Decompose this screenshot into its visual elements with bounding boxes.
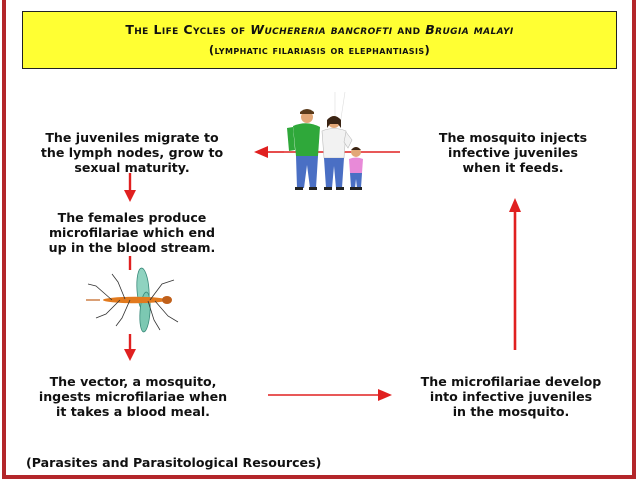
family-illustration — [287, 91, 363, 190]
title-line-2: (lymphatic filariasis or elephantiasis) — [208, 43, 431, 57]
arrow-microfilariae-to-injects — [509, 198, 521, 350]
step-microfilariae-develop: The microfilariae develop into infective… — [420, 374, 602, 419]
title-line-1: The Life Cycles of Wuchereria bancrofti … — [23, 22, 616, 37]
title-prefix: The Life Cycles of — [125, 22, 251, 37]
frame-bottom-border — [2, 475, 636, 479]
frame-left-border — [2, 0, 6, 479]
frame-right-border — [632, 0, 636, 479]
title-species-1: Wuchereria bancrofti — [250, 22, 393, 37]
title-species-2: Brugia malayi — [425, 22, 514, 37]
arrow-vector-to-microfilariae — [268, 389, 392, 401]
title-box: The Life Cycles of Wuchereria bancrofti … — [22, 11, 617, 69]
step-vector-ingests: The vector, a mosquito, ingests microfil… — [38, 374, 228, 419]
arrow-juveniles-to-females — [124, 173, 136, 202]
mosquito-illustration — [86, 267, 179, 333]
title-and: and — [392, 22, 426, 37]
arrow-mosquito-to-vector — [124, 334, 136, 361]
step-mosquito-injects: The mosquito injects infective juveniles… — [438, 130, 588, 175]
step-juveniles-migrate: The juveniles migrate to the lymph nodes… — [40, 130, 224, 175]
source-caption: (Parasites and Parasitological Resources… — [26, 455, 322, 470]
step-females-produce: The females produce microfilariae which … — [48, 210, 216, 255]
